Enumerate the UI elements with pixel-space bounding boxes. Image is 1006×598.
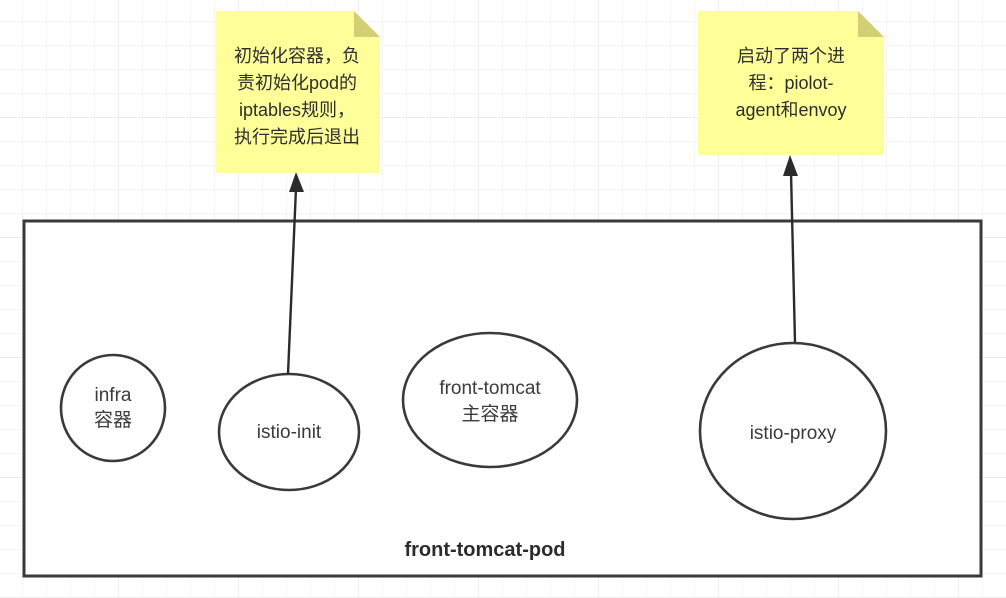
container-node-infra[interactable]: infra 容器 (59, 353, 167, 463)
infra-ellipse[interactable] (59, 353, 167, 463)
note-1-body[interactable] (216, 11, 380, 173)
infra-label-line2: 容器 (94, 409, 132, 431)
conn-istio-proxy-line (789, 171, 797, 343)
note-1-line-4: 执行完成后退出 (234, 127, 360, 147)
note-2-body[interactable] (698, 11, 884, 155)
note-1-line-1: 初始化容器，负 (234, 46, 360, 66)
note-2-line-1: 启动了两个进 (737, 46, 845, 66)
infra-label-line1: infra (95, 385, 132, 406)
sticky-note-istio-proxy[interactable]: 启动了两个进 程：piolot- agent和envoy (698, 11, 884, 155)
note-1-line-2: 责初始化pod的 (237, 73, 357, 93)
note-1-fold-corner-icon (354, 11, 380, 37)
connector-istio-proxy-to-note[interactable] (783, 155, 798, 343)
note-1-line-3: iptables规则， (239, 100, 355, 120)
conn-istio-init-line (286, 187, 298, 375)
note-2-line-2: 程：piolot- (748, 73, 833, 93)
container-node-front-tomcat[interactable]: front-tomcat 主容器 (401, 331, 579, 469)
container-node-istio-proxy[interactable]: istio-proxy (698, 341, 888, 521)
note-2-line-3: agent和envoy (735, 100, 846, 120)
container-node-istio-init[interactable]: istio-init (217, 372, 361, 492)
pod-title-label: front-tomcat-pod (404, 539, 565, 561)
sticky-note-istio-init[interactable]: 初始化容器，负 责初始化pod的 iptables规则， 执行完成后退出 (216, 11, 380, 173)
connector-istio-init-to-note[interactable] (286, 172, 304, 375)
front-tomcat-label-line1: front-tomcat (439, 378, 541, 399)
front-tomcat-ellipse[interactable] (401, 331, 579, 469)
note-2-fold-corner-icon (858, 11, 884, 37)
istio-proxy-label: istio-proxy (750, 423, 837, 444)
istio-init-label: istio-init (257, 422, 322, 443)
conn-istio-proxy-arrowhead (783, 155, 798, 176)
istio-proxy-ellipse[interactable] (698, 341, 888, 521)
conn-istio-init-arrowhead (289, 172, 304, 192)
front-tomcat-label-line2: 主容器 (461, 403, 518, 425)
